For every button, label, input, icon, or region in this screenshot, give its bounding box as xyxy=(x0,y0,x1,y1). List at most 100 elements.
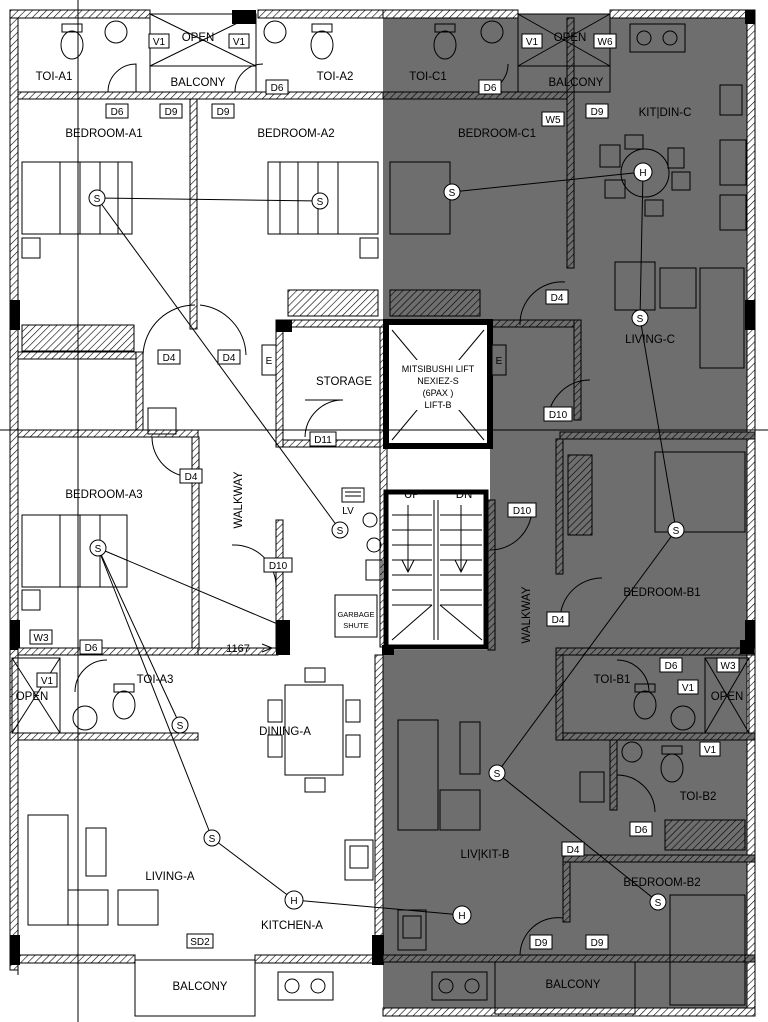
room-label-walkway: WALKWAY xyxy=(521,586,533,643)
door-window-tags: V1 V1 V1 W6 D6 D9 D9 D6 D6 D9 W5 D4 D4 D… xyxy=(29,33,740,950)
svg-text:D10: D10 xyxy=(549,410,568,421)
tag-v1: V1 xyxy=(228,33,250,49)
tag-d9: D9 xyxy=(159,103,183,119)
tag-d6: D6 xyxy=(105,103,129,119)
tag-v1: V1 xyxy=(677,679,699,695)
room-labels: TOI-A1 OPEN BALCONY TOI-A2 TOI-C1 OPEN B… xyxy=(16,32,744,993)
svg-text:D6: D6 xyxy=(635,825,648,836)
svg-text:H: H xyxy=(290,896,297,907)
tag-v1: V1 xyxy=(148,33,170,49)
tag-w3: W3 xyxy=(29,629,53,645)
garbage-chute-label: GARBAGE xyxy=(337,610,374,619)
svg-text:H: H xyxy=(639,168,646,179)
tag-d4: D4 xyxy=(217,349,241,365)
tag-w5: W5 xyxy=(541,111,565,127)
switch-icon: S xyxy=(89,539,107,557)
switch-symbols: S S S S S S S S S S S H H H E E xyxy=(88,162,685,925)
heater-icon: H xyxy=(633,162,653,182)
room-label-open: OPEN xyxy=(711,691,744,703)
switch-icon: S xyxy=(88,189,106,207)
wiring xyxy=(96,171,677,916)
svg-text:S: S xyxy=(317,197,324,208)
lift-shaft xyxy=(383,319,493,449)
room-label-walkway: WALKWAY xyxy=(233,471,245,528)
svg-text:D4: D4 xyxy=(223,353,236,364)
openings xyxy=(11,13,750,1017)
room-label-open: OPEN xyxy=(554,32,587,44)
room-label-kit-din-c: KIT|DIN-C xyxy=(639,107,692,119)
room-label-bedroom-c1: BEDROOM-C1 xyxy=(458,128,536,140)
svg-text:V1: V1 xyxy=(41,676,54,687)
switch-icon: S xyxy=(203,829,221,847)
tag-d10: D10 xyxy=(543,406,573,422)
svg-text:D6: D6 xyxy=(665,661,678,672)
tag-d10: D10 xyxy=(507,502,537,518)
svg-text:V1: V1 xyxy=(704,745,717,756)
room-label-balcony: BALCONY xyxy=(549,77,604,89)
tag-d4: D4 xyxy=(179,468,203,484)
tag-d6: D6 xyxy=(629,821,653,837)
svg-text:S: S xyxy=(673,526,680,537)
svg-text:W3: W3 xyxy=(34,633,49,644)
electrical-panel-icon: E xyxy=(261,344,277,376)
meter-icon xyxy=(334,487,383,638)
svg-text:V1: V1 xyxy=(153,37,166,48)
room-label-dining-a: DINING-A xyxy=(259,726,311,738)
tag-d6: D6 xyxy=(659,657,683,673)
lift-label: MITSIBUSHI LIFT xyxy=(402,364,475,374)
svg-text:V1: V1 xyxy=(233,37,246,48)
lift-label: (6PAX ) xyxy=(423,388,454,398)
room-label-toi-a3: TOI-A3 xyxy=(137,674,174,686)
svg-text:S: S xyxy=(94,194,101,205)
tag-w6: W6 xyxy=(593,33,617,49)
stair-up-label: UP xyxy=(404,489,420,501)
switch-icon: S xyxy=(443,183,461,201)
room-label-liv-kit-b: LIV|KIT-B xyxy=(460,849,509,861)
tag-d9: D9 xyxy=(585,934,609,950)
svg-text:D9: D9 xyxy=(165,107,178,118)
room-label-living-c: LIVING-C xyxy=(625,334,675,346)
room-label-living-a: LIVING-A xyxy=(145,871,195,883)
room-label-bedroom-b2: BEDROOM-B2 xyxy=(623,877,700,889)
svg-text:SD2: SD2 xyxy=(190,937,210,948)
lv-label: LV xyxy=(342,506,354,517)
svg-text:D4: D4 xyxy=(567,845,580,856)
svg-text:D4: D4 xyxy=(552,615,565,626)
room-label-toi-b2: TOI-B2 xyxy=(680,791,717,803)
room-label-balcony: BALCONY xyxy=(171,77,226,89)
svg-text:D4: D4 xyxy=(163,353,176,364)
svg-text:W3: W3 xyxy=(721,661,736,672)
tag-w3: W3 xyxy=(716,657,740,673)
interior-walls-a xyxy=(17,91,394,965)
svg-text:H: H xyxy=(458,911,465,922)
room-label-kitchen-a: KITCHEN-A xyxy=(261,920,323,932)
tag-d4: D4 xyxy=(546,611,570,627)
room-label-bedroom-a3: BEDROOM-A3 xyxy=(65,489,142,501)
switch-icon: S xyxy=(649,893,667,911)
svg-text:V1: V1 xyxy=(526,37,539,48)
svg-text:S: S xyxy=(494,769,501,780)
interior-walls-bc xyxy=(382,17,756,963)
svg-text:W5: W5 xyxy=(546,115,561,126)
garbage-chute-label: SHUTE xyxy=(343,621,368,630)
heater-icon: H xyxy=(284,890,304,910)
svg-text:D9: D9 xyxy=(535,938,548,949)
tag-d9: D9 xyxy=(585,103,609,119)
svg-text:S: S xyxy=(177,721,184,732)
electrical-panel-icon: E xyxy=(491,344,507,376)
tag-d4: D4 xyxy=(561,841,585,857)
svg-text:V1: V1 xyxy=(682,683,695,694)
furniture xyxy=(21,20,747,1006)
room-label-bedroom-b1: BEDROOM-B1 xyxy=(623,587,700,599)
svg-text:S: S xyxy=(337,526,344,537)
svg-text:D6: D6 xyxy=(85,643,98,654)
switch-icon: S xyxy=(311,192,329,210)
room-label-bedroom-a1: BEDROOM-A1 xyxy=(65,128,142,140)
stair-down-label: DN xyxy=(456,489,473,501)
svg-text:E: E xyxy=(496,356,503,367)
tag-d11: D11 xyxy=(309,431,337,447)
tag-d9: D9 xyxy=(529,934,553,950)
svg-text:D6: D6 xyxy=(484,83,497,94)
svg-text:D9: D9 xyxy=(591,938,604,949)
